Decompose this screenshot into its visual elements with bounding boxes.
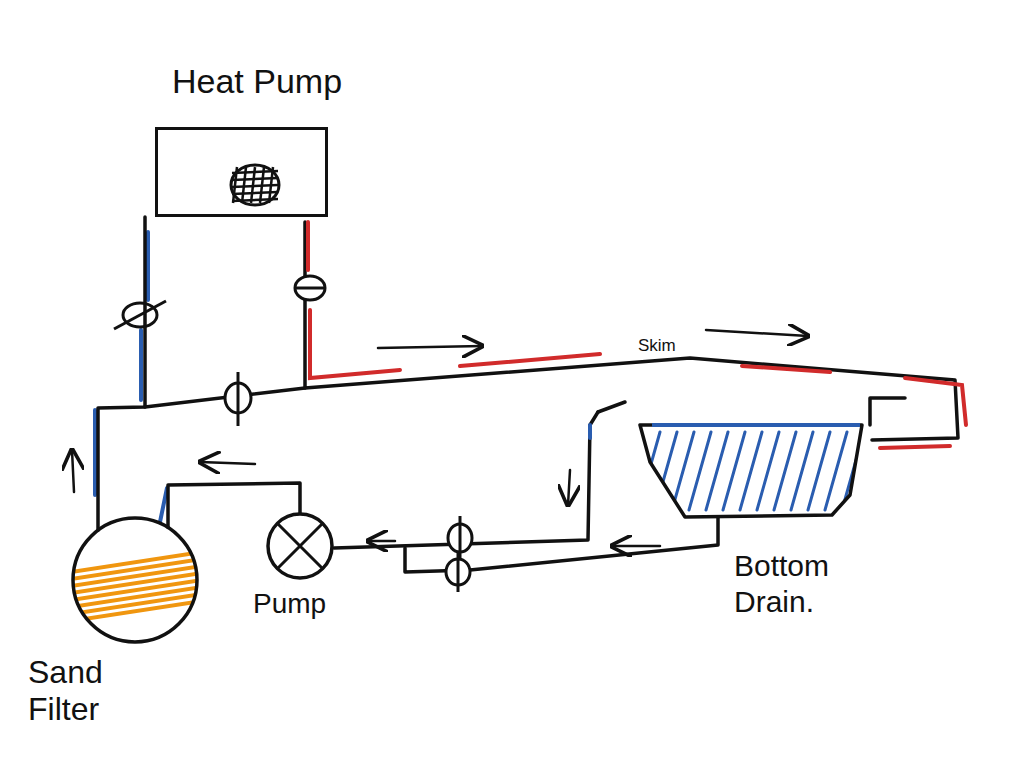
- fan-grille: [232, 199, 278, 201]
- water-hatch: [859, 432, 881, 510]
- sand-filter-vessel: [22, 512, 262, 652]
- water-hatch: [689, 432, 711, 510]
- heat-pump-box: [155, 127, 328, 217]
- water-hatch: [825, 432, 847, 510]
- node-label: Sand Filter: [28, 654, 168, 728]
- fan-grille: [242, 167, 246, 203]
- water-hatch: [757, 432, 779, 510]
- fan-outline: [231, 165, 279, 205]
- node-label: Pump: [253, 588, 326, 620]
- water-hatch: [672, 432, 694, 510]
- fan-grille: [260, 167, 264, 203]
- sand-hatch: [72, 552, 202, 621]
- pipe-connector: [98, 217, 145, 530]
- water-hatch: [706, 432, 728, 510]
- node-label: Heat Pump: [172, 62, 350, 101]
- filter-outline: [73, 518, 197, 642]
- water-hatch: [791, 432, 813, 510]
- fan-symbol: [155, 127, 328, 217]
- pump-cross: [278, 524, 322, 568]
- water-hatch: [808, 432, 830, 510]
- pump-symbol: [245, 510, 365, 582]
- heat-pump-unit: Heat Pump: [150, 62, 350, 222]
- water-hatch: [774, 432, 796, 510]
- skimmer-label: Skim: [636, 336, 678, 356]
- drain-label: Bottom Drain.: [732, 548, 911, 620]
- water-hatch: [723, 432, 745, 510]
- fan-grille: [269, 167, 273, 203]
- pump-outline: [268, 514, 332, 578]
- water-hatch: [740, 432, 762, 510]
